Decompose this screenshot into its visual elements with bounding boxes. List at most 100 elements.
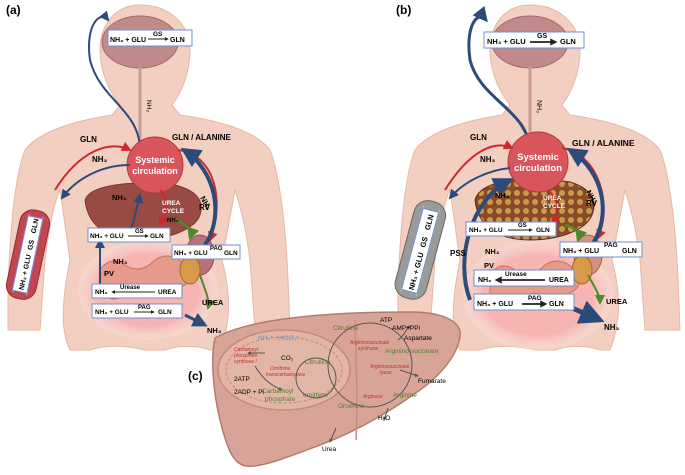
gln-red-arrow-b	[444, 140, 514, 191]
gut-box-a-1-right: UREA	[158, 289, 177, 296]
gut-box-a-1-left: NH₃	[95, 289, 107, 296]
urea-out-label-b: UREA	[606, 297, 628, 306]
nh3-out-label-b: NH₃	[604, 323, 620, 332]
gut-box-a-2-right: GLN	[158, 309, 172, 316]
arginine-label: Arginine	[393, 392, 417, 399]
liver-box-b	[465, 221, 557, 237]
gln-red-arrow-a	[54, 141, 132, 191]
argininosuccinate-label: Arginino-succinate	[385, 348, 439, 355]
systemic-label-b-1: Systemic	[517, 152, 559, 163]
muscle-b: NH₃ + GLU GS GLN	[394, 200, 447, 300]
kidney-box-a-left: NH₃ + GLU	[174, 250, 208, 257]
c-arrow-fumarate	[399, 369, 419, 377]
gln-alanine-label-b: GLN / ALANINE	[572, 138, 635, 148]
gut-box-b-2-left: NH₃ + GLU	[477, 301, 513, 308]
nh3-blue-arrow-a	[60, 164, 131, 200]
liver-box-a-right: GLN	[150, 233, 164, 240]
nh4-hco3-label: NH₄⁺ +HCO₃⁻	[258, 335, 300, 342]
gut-box-b-2-right: GLN	[549, 301, 564, 308]
nh3-out-arrow-b	[571, 300, 605, 324]
asl-label-2: lyase	[380, 370, 392, 376]
gut-box-b-2	[473, 293, 575, 311]
gln-alanine-label-a: GLN / ALANINE	[172, 133, 231, 142]
carbamoyl-phosphate-1: Carbamoyl	[262, 388, 294, 395]
gut-box-b-1-enzyme: Urease	[505, 271, 527, 278]
nh3-out-label-a: NH₃	[207, 326, 222, 335]
systemic-label-a-2: circulation	[132, 166, 178, 176]
nh3-out-arrow-a	[184, 312, 208, 327]
liver-box-b-enzyme: GS	[518, 223, 527, 229]
liver-box-a	[87, 227, 171, 243]
kidney-box-b-left: NH₃ + GLU	[563, 248, 599, 255]
brain-box-b-left: NH₃ + GLU	[487, 37, 526, 46]
urea-cycle-b-2: CYCLE	[543, 203, 566, 210]
liver-red-arrow-a	[159, 189, 169, 227]
blue-arc-right-a	[180, 147, 218, 247]
panel-b-label: (b)	[396, 3, 411, 17]
panel-c: (c) NH₄⁺ +HCO₃⁻ Carbamoyl phosphate synt…	[188, 311, 461, 467]
brain-box-b	[483, 31, 585, 49]
liver-box-a-left: NH₃ + GLU	[90, 233, 124, 240]
panel-a-label: (a)	[6, 3, 21, 17]
citrulline-inner: Citrulline	[305, 359, 331, 366]
rv-label-a: RV	[199, 203, 211, 212]
adp2-label: 2ADP + Pi	[234, 389, 264, 396]
spleen-a	[179, 255, 201, 285]
gut-box-a-2-enzyme: PAG	[138, 305, 151, 311]
nh3-pss-label-b: NH₃	[485, 247, 500, 256]
gut-box-a-2	[91, 303, 183, 319]
mitochondrion	[217, 329, 351, 411]
spleen-b	[571, 255, 593, 285]
pv-label-b: PV	[484, 261, 494, 270]
citrulline-outer: Citrulline	[333, 325, 359, 332]
urea-out-arrow-a	[199, 274, 215, 310]
pss-label-b: PSS	[450, 249, 467, 258]
nh3-pv-label-a: NH₃	[113, 257, 128, 266]
green-arrow-a	[174, 218, 200, 241]
brain-box-b-right: GLN	[560, 37, 576, 46]
kidney-box-a-right: GLN	[224, 250, 238, 257]
blue-arc-right-b	[566, 147, 605, 247]
gln-label-b: GLN	[470, 133, 487, 142]
cycle-inner	[295, 357, 337, 399]
urea-out-label-a: UREA	[202, 298, 224, 307]
gut-box-b-1-left: NH₃	[478, 277, 491, 284]
h2o-label: H₂O	[378, 415, 390, 422]
muscle-b-right: GLN	[423, 214, 436, 232]
carbamoyl-phosphate-2: phosphate	[265, 396, 296, 403]
nh3-blue-arrow-b	[448, 167, 511, 200]
systemic-circulation-a	[126, 136, 184, 194]
ass-label-2: synthase	[358, 346, 378, 352]
systemic-label-b-2: circulation	[514, 163, 562, 174]
brain-box-a-enzyme: GS	[153, 31, 163, 38]
co2-label: CO₂	[281, 355, 294, 362]
liver-c-fissure	[354, 319, 358, 441]
pv-label-a: PV	[104, 269, 114, 278]
aspartate-label: Aspartate	[404, 335, 432, 342]
cps1-label-2: phosphate	[233, 353, 258, 359]
cps1-label-3: synthase I	[234, 359, 257, 365]
liver-box-a-enzyme: GS	[135, 229, 144, 235]
otc-label-1: Ornithine	[270, 366, 291, 372]
arginase-label: Arginase	[362, 394, 383, 400]
kidney-box-a-enzyme: PAG	[210, 246, 223, 252]
gln-label-a: GLN	[80, 135, 97, 144]
ass-label-1: Argininosuccinate	[349, 340, 390, 346]
spine-nh3-label-b: NH₃	[535, 100, 542, 113]
kidney-box-b-right: GLN	[622, 248, 637, 255]
nh3-to-brain-arrow-b	[467, 5, 532, 151]
muscle-a-right: GLN	[31, 218, 41, 234]
nh3-liver-label-a: NH₃	[112, 193, 127, 202]
urea-cycle-b-1: UREA	[543, 195, 562, 202]
kidney-box-b	[559, 241, 643, 258]
atp-label: ATP	[380, 317, 392, 324]
c-arrow-cp	[254, 365, 283, 391]
gut-box-a-2-left: NH₃ + GLU	[95, 309, 129, 316]
spine-nh3-label: NH₃	[145, 100, 152, 112]
cps1-label-1: Carbamoyl	[234, 347, 259, 353]
brain-box-b-enzyme: GS	[537, 33, 547, 40]
gut-box-a-1	[91, 283, 183, 299]
asl-label-1: Argininosuccinate	[369, 364, 410, 370]
kidney-box-a	[171, 244, 241, 260]
gut-box-b-2-enzyme: PAG	[528, 295, 542, 302]
